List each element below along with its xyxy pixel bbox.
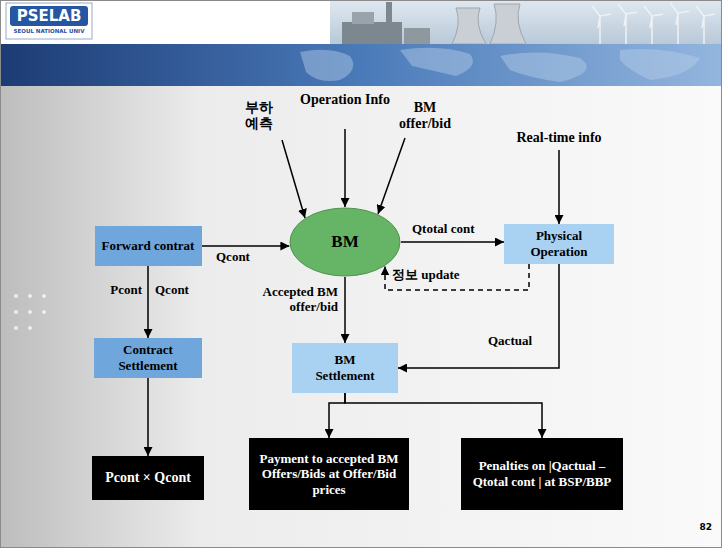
power-plant-picture: [404, 28, 430, 44]
wind-turbine-picture: [670, 3, 689, 44]
header: [10, 6, 88, 26]
flow-connector: [329, 393, 345, 438]
input-arrow: [282, 140, 305, 218]
logo-subtext: SEOUL NATIONAL UNIV: [8, 28, 90, 34]
edge-label: Qactual: [488, 334, 548, 349]
background-dots: [28, 294, 32, 298]
wind-turbine-picture: [592, 3, 715, 44]
input-arrow: [344, 129, 346, 207]
ellipse-shape: [290, 208, 400, 276]
wind-turbine-picture: [592, 6, 611, 44]
settlement-box: BM Settlement: [292, 343, 398, 393]
page-number: 82: [672, 522, 712, 532]
input-arrow: [558, 150, 560, 224]
logo-text: PSELAB: [10, 6, 88, 26]
flow-connector: [344, 277, 346, 343]
node-text: Contract Settlement: [100, 342, 196, 373]
input-label: BM offer/bid: [394, 100, 456, 132]
node-text: BM: [331, 232, 358, 252]
wind-turbine-picture: [618, 4, 637, 44]
result-box: Payment to accepted BM Offers/Bids at Of…: [249, 438, 409, 510]
power-plant-picture: [342, 22, 402, 44]
node-text: Forward contrat: [102, 238, 195, 254]
flow-connector: [401, 241, 504, 243]
background-dots: [14, 326, 18, 330]
background-dots: [28, 310, 32, 314]
input-label: Real-time info: [504, 130, 614, 146]
background-dots: [14, 310, 18, 314]
header: [330, 0, 722, 44]
market-ellipse: BM: [289, 207, 401, 277]
node-text: BM Settlement: [304, 352, 386, 383]
power-plant-picture: [386, 2, 392, 24]
background-dots: [14, 294, 18, 298]
header: [0, 0, 722, 86]
node-text: Penalties on |Qactual – Qtotal cont | at…: [467, 458, 617, 489]
flow-connector: [147, 266, 149, 338]
wind-turbine-picture: [644, 6, 663, 44]
edge-label: Accepted BM offer/bid: [226, 285, 338, 315]
background-dots: [28, 326, 32, 330]
cooling-tower-picture: [452, 8, 486, 44]
flow-connector: [385, 264, 529, 290]
cooling-tower-picture: [490, 4, 526, 44]
world-map-picture: [620, 49, 700, 80]
flow-connector: [147, 378, 149, 456]
edge-label: Qtotal cont: [412, 222, 497, 237]
cooling-tower-picture: [452, 4, 526, 44]
power-plant-picture: [342, 2, 430, 44]
flow-connector: [202, 245, 290, 247]
wind-turbine-picture: [696, 6, 715, 44]
background-dots: [14, 294, 46, 330]
settlement-box: Contract Settlement: [94, 338, 202, 378]
background-dots: [42, 294, 46, 298]
power-plant-picture: [352, 12, 374, 24]
node-text: Physical Operation: [510, 228, 608, 259]
edge-label: Qcont: [216, 250, 266, 265]
world-map-picture: [400, 48, 473, 76]
header: [0, 0, 722, 44]
world-map-picture: [300, 50, 353, 81]
contract-box: Forward contrat: [95, 226, 202, 266]
input-arrow: [378, 138, 405, 214]
result-box: Penalties on |Qactual – Qtotal cont | at…: [461, 438, 623, 510]
input-label: Operation Info: [300, 92, 390, 108]
input-label: 부하 예측: [240, 100, 278, 132]
background-dots: [42, 310, 46, 314]
header-band: [0, 44, 722, 86]
header: [6, 3, 92, 39]
world-map-picture: [300, 48, 700, 82]
node-text: Payment to accepted BM Offers/Bids at Of…: [255, 451, 403, 498]
process-box: Physical Operation: [504, 224, 614, 264]
world-map-picture: [500, 52, 587, 82]
flow-label: Pcont: [96, 283, 142, 298]
flow-connector: [345, 393, 542, 438]
flow-label: Qcont: [155, 283, 205, 298]
result-box: Pcont × Qcont: [92, 456, 204, 500]
node-text: Pcont × Qcont: [105, 470, 191, 487]
edge-label: 정보 update: [392, 268, 482, 283]
